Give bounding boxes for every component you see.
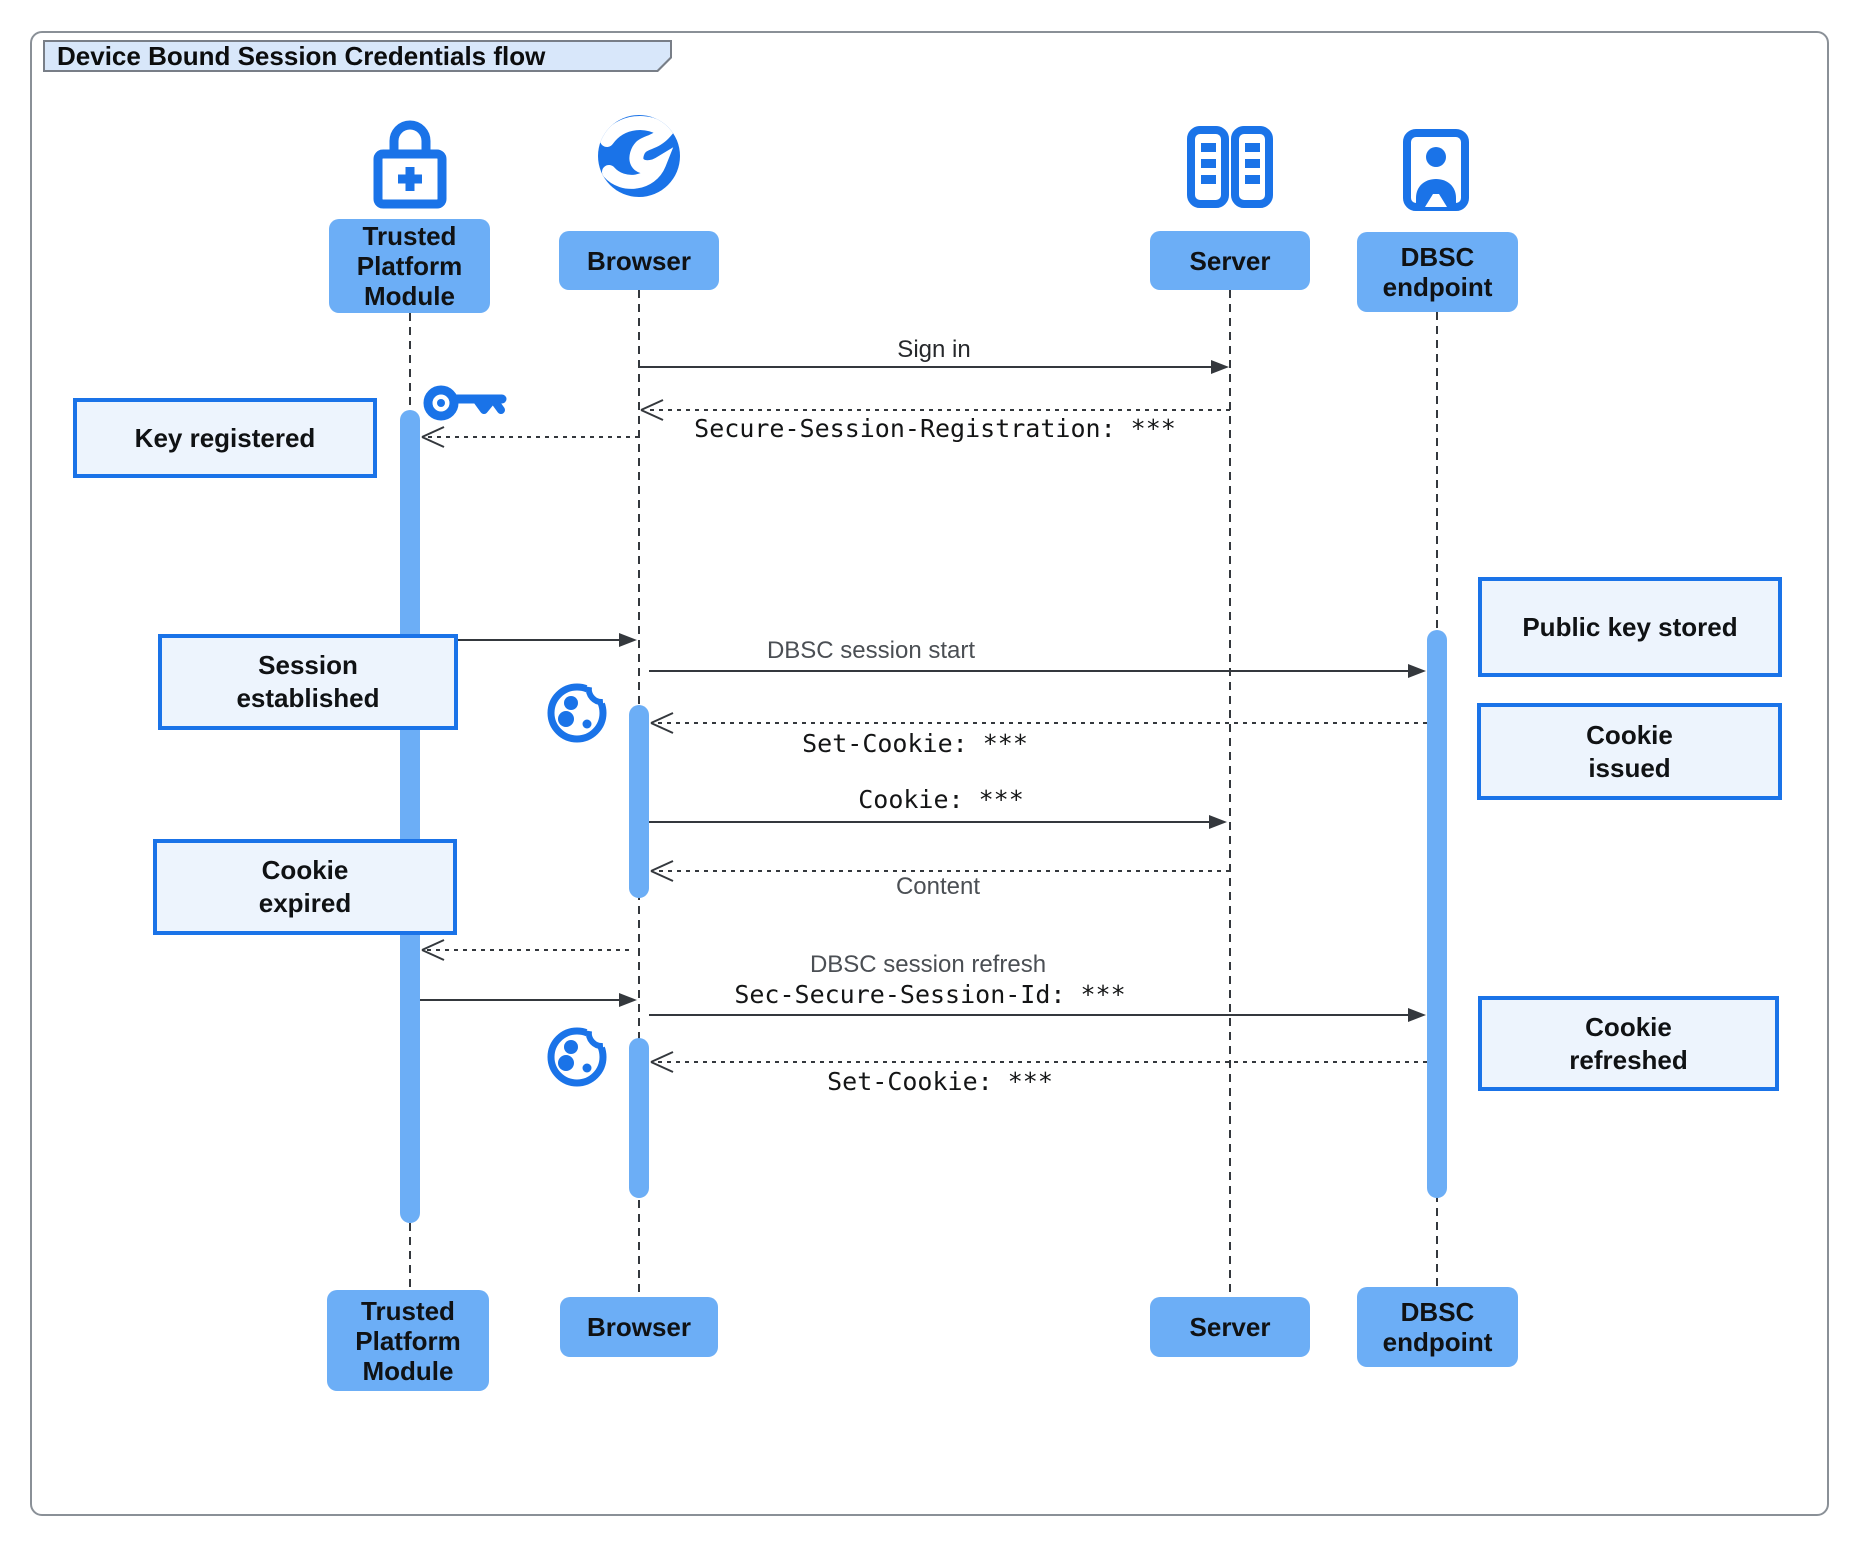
message-arrow-secure-session-registration [640, 399, 1230, 421]
note-cookie-expired: Cookie expired [153, 839, 457, 935]
message-label-sign-in: Sign in [897, 336, 971, 363]
message-label-secure-session-registration: Secure-Session-Registration: *** [694, 414, 1176, 443]
participant-tpm-bottom: Trusted Platform Module [327, 1290, 489, 1391]
activation-bar-browser-1 [629, 705, 649, 898]
message-arrow-set-cookie-2 [650, 1051, 1427, 1073]
diagram-title: Device Bound Session Credentials flow [57, 40, 546, 71]
message-label-sec-secure-session-id: Sec-Secure-Session-Id: *** [734, 980, 1126, 1009]
participant-tpm-label: Trusted Platform Module [356, 221, 463, 311]
message-arrow-content [650, 860, 1230, 882]
key-icon [423, 385, 507, 421]
globe-icon [598, 115, 680, 197]
diagram-title-tab: Device Bound Session Credentials flow [43, 40, 672, 72]
participant-dbsc-label: DBSC endpoint [1382, 1297, 1493, 1357]
message-label-dbsc-session-start: DBSC session start [766, 637, 976, 664]
message-label-set-cookie-2: Set-Cookie: *** [827, 1067, 1053, 1096]
participant-server-label: Server [1189, 245, 1271, 276]
message-label-cookie: Cookie: *** [858, 785, 1024, 814]
person-badge-icon [1403, 129, 1469, 211]
participant-server-bottom: Server [1150, 1297, 1310, 1357]
note-session-established: Session established [158, 634, 458, 730]
message-arrow-browser-to-tpm-expired [421, 939, 629, 961]
message-arrow-sign-in [639, 360, 1229, 374]
participant-dbsc-top: DBSC endpoint [1357, 232, 1518, 312]
participant-tpm-top: Trusted Platform Module [329, 219, 490, 313]
participant-browser-top: Browser [559, 231, 719, 290]
note-cookie-refreshed: Cookie refreshed [1478, 996, 1779, 1091]
activation-bar-browser-2 [629, 1038, 649, 1198]
lock-plus-icon [373, 120, 447, 209]
activation-bar-tpm [400, 410, 420, 1223]
note-cookie-issued: Cookie issued [1477, 703, 1782, 800]
server-racks-icon [1187, 126, 1273, 208]
participant-dbsc-label: DBSC endpoint [1382, 242, 1493, 302]
diagram-border [30, 31, 1829, 1516]
message-label-content: Content [895, 873, 981, 900]
participant-tpm-label: Trusted Platform Module [355, 1295, 461, 1386]
participant-server-top: Server [1150, 231, 1310, 290]
note-public-key-stored: Public key stored [1478, 577, 1782, 677]
message-label-set-cookie-1: Set-Cookie: *** [802, 729, 1028, 758]
message-arrow-tpm-to-browser-refresh [420, 993, 637, 1007]
message-label-dbsc-session-refresh: DBSC session refresh [809, 951, 1047, 978]
activation-bar-dbsc [1427, 630, 1447, 1198]
participant-server-label: Server [1189, 1312, 1271, 1342]
cookie-icon [547, 1022, 612, 1087]
participant-browser-bottom: Browser [560, 1297, 718, 1357]
message-arrow-browser-to-tpm-register [421, 426, 639, 448]
message-arrow-dbsc-session-refresh [649, 1008, 1426, 1022]
participant-browser-label: Browser [586, 1312, 692, 1342]
note-key-registered: Key registered [73, 398, 377, 478]
participant-browser-label: Browser [586, 245, 692, 276]
message-arrow-set-cookie-1 [650, 712, 1427, 734]
message-arrow-dbsc-session-start [649, 664, 1426, 678]
message-arrow-cookie [649, 815, 1227, 829]
participant-dbsc-bottom: DBSC endpoint [1357, 1287, 1518, 1367]
cookie-icon [547, 678, 612, 743]
